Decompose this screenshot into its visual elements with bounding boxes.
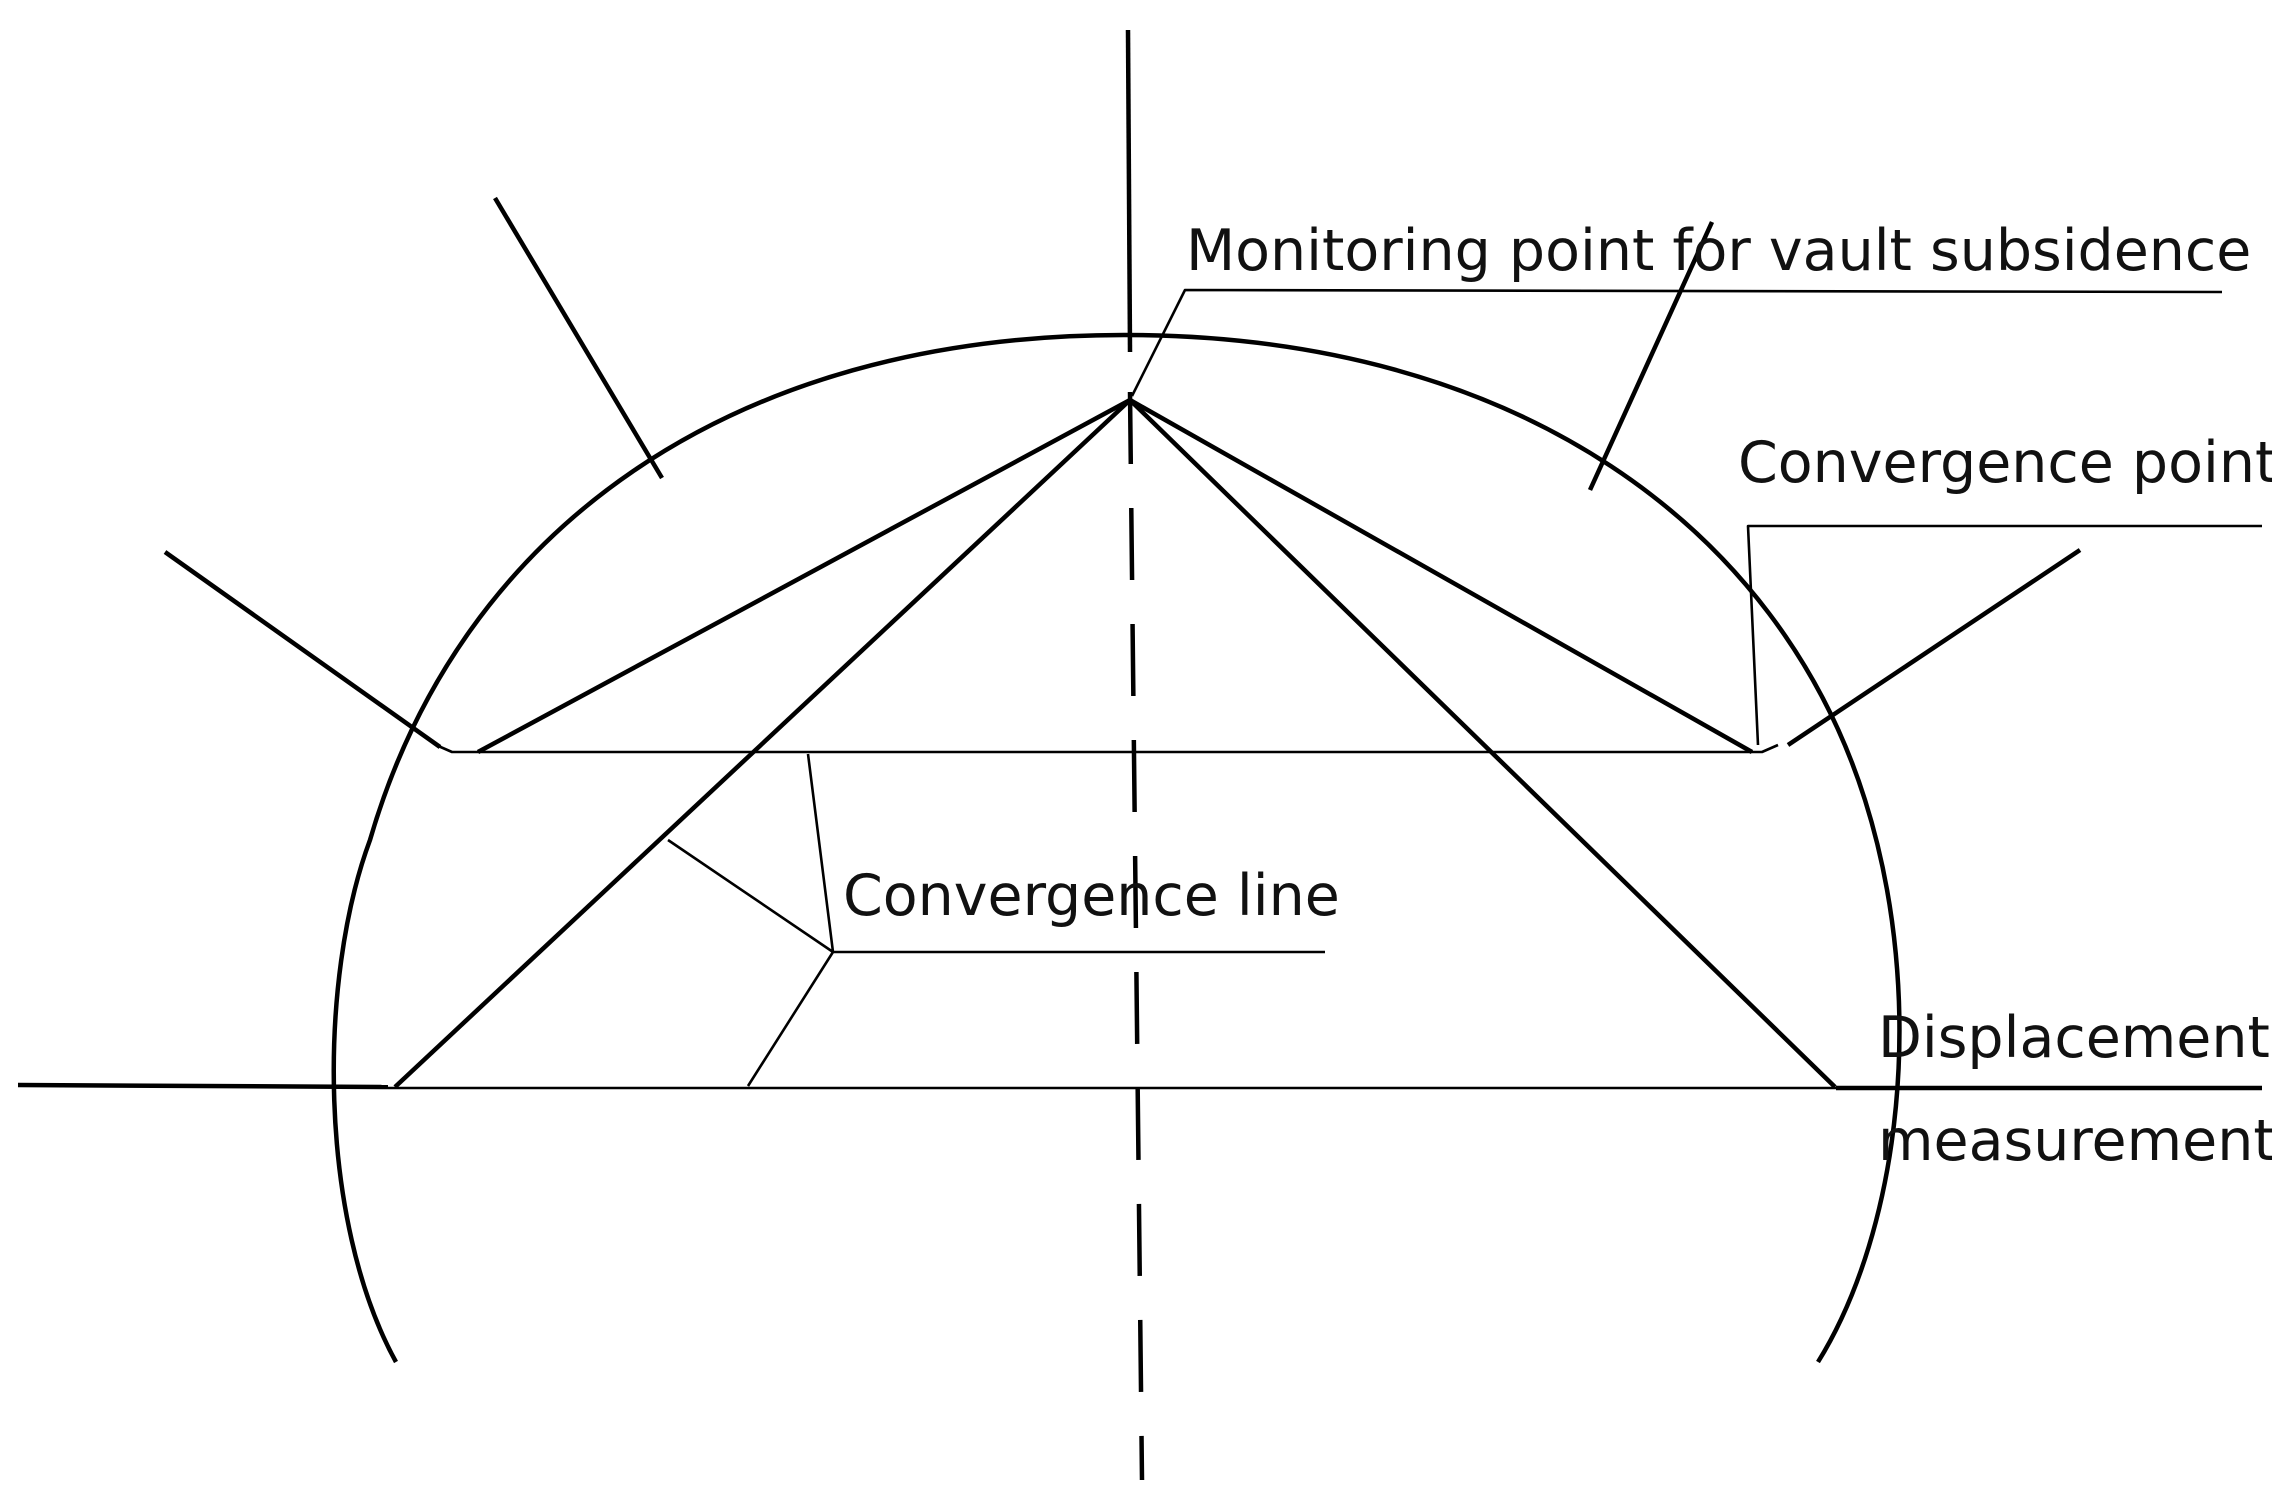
radial-line-right [1786,548,2082,747]
label-displacement-measurement-line2: measurement [1878,1108,2272,1174]
leader-convergence-line [667,753,1325,1087]
leader-convergence-point [1746,524,2262,746]
upper-convergence-line [435,743,1779,754]
label-vault-monitoring-point: Monitoring point for vault subsidence [1186,218,2251,284]
leader-vault-monitoring-point [1130,288,2223,397]
radial-line-left [163,550,442,749]
crown-to-upper-left-line [476,398,1132,754]
crown-to-lower-right-line [1128,398,1837,1089]
label-convergence-point: Convergence point [1738,430,2272,496]
label-displacement-measurement-line1: Displacement [1878,1005,2270,1071]
centerline-solid [1125,29,1133,353]
radial-line-upper-right [1587,221,1715,491]
centerline-dashed [1127,391,1145,1481]
label-convergence-line: Convergence line [843,863,1340,929]
crown-to-upper-right-line [1128,398,1754,754]
tunnel-lining-arc [331,332,1902,1364]
radial-line-upper-left [493,196,664,480]
springline-left-extension [17,1082,389,1090]
crown-to-lower-left-line [393,398,1132,1089]
